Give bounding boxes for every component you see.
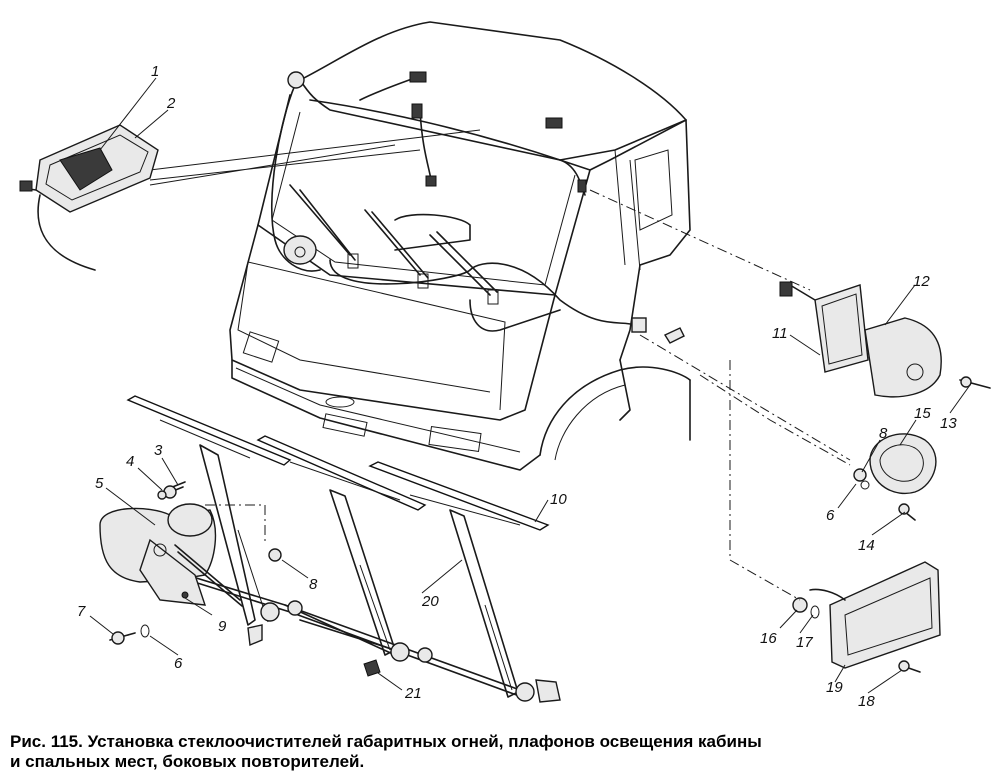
callout-17: 17 [796, 634, 813, 651]
callout-15: 15 [914, 405, 931, 422]
caption-line-1: Рис. 115. Установка стеклоочистителей га… [10, 732, 762, 751]
callout-19: 19 [826, 679, 843, 696]
callout-11: 11 [772, 325, 788, 342]
assembly-line-3 [729, 360, 801, 601]
callout-16: 16 [760, 630, 777, 647]
sleeper-lamp [869, 433, 937, 495]
callout-12: 12 [913, 273, 930, 290]
fasteners [109, 376, 991, 673]
technical-drawing: 1 2 3 4 5 7 6 8 9 10 20 21 11 12 13 15 8… [19, 21, 991, 710]
callout-2: 2 [166, 95, 176, 112]
callout-labels: 1 2 3 4 5 7 6 8 9 10 20 21 11 12 13 15 8… [77, 63, 957, 710]
callout-6-left: 6 [174, 655, 183, 672]
dome-lamp-assembly [19, 124, 159, 271]
wiper-linkage [126, 395, 561, 703]
callout-13: 13 [940, 415, 957, 432]
assembly-line-2 [639, 334, 851, 466]
assembly-line-1 [589, 189, 811, 291]
callout-14: 14 [858, 537, 875, 554]
callout-9: 9 [218, 618, 227, 635]
callout-8-left: 8 [309, 576, 318, 593]
side-repeater [809, 561, 941, 669]
callout-10: 10 [550, 491, 567, 508]
marker-lamp [779, 281, 942, 398]
callout-5: 5 [95, 475, 104, 492]
projection-lines [149, 129, 481, 186]
callout-6-right: 6 [826, 507, 835, 524]
assembly-line-4 [205, 504, 266, 545]
leader-lines [89, 77, 971, 694]
callout-4: 4 [126, 453, 134, 470]
callout-21: 21 [404, 685, 422, 702]
wiper-motor [99, 503, 243, 607]
caption-line-2: и спальных мест, боковых повторителей. [10, 752, 365, 771]
callout-7: 7 [77, 603, 86, 620]
callout-18: 18 [858, 693, 875, 710]
callout-20: 20 [421, 593, 439, 610]
callout-3: 3 [154, 442, 163, 459]
callout-1: 1 [151, 63, 159, 80]
figure-caption: Рис. 115. Установка стеклоочистителей га… [10, 732, 990, 772]
truck-cab [229, 21, 691, 471]
callout-8-right: 8 [879, 425, 888, 442]
